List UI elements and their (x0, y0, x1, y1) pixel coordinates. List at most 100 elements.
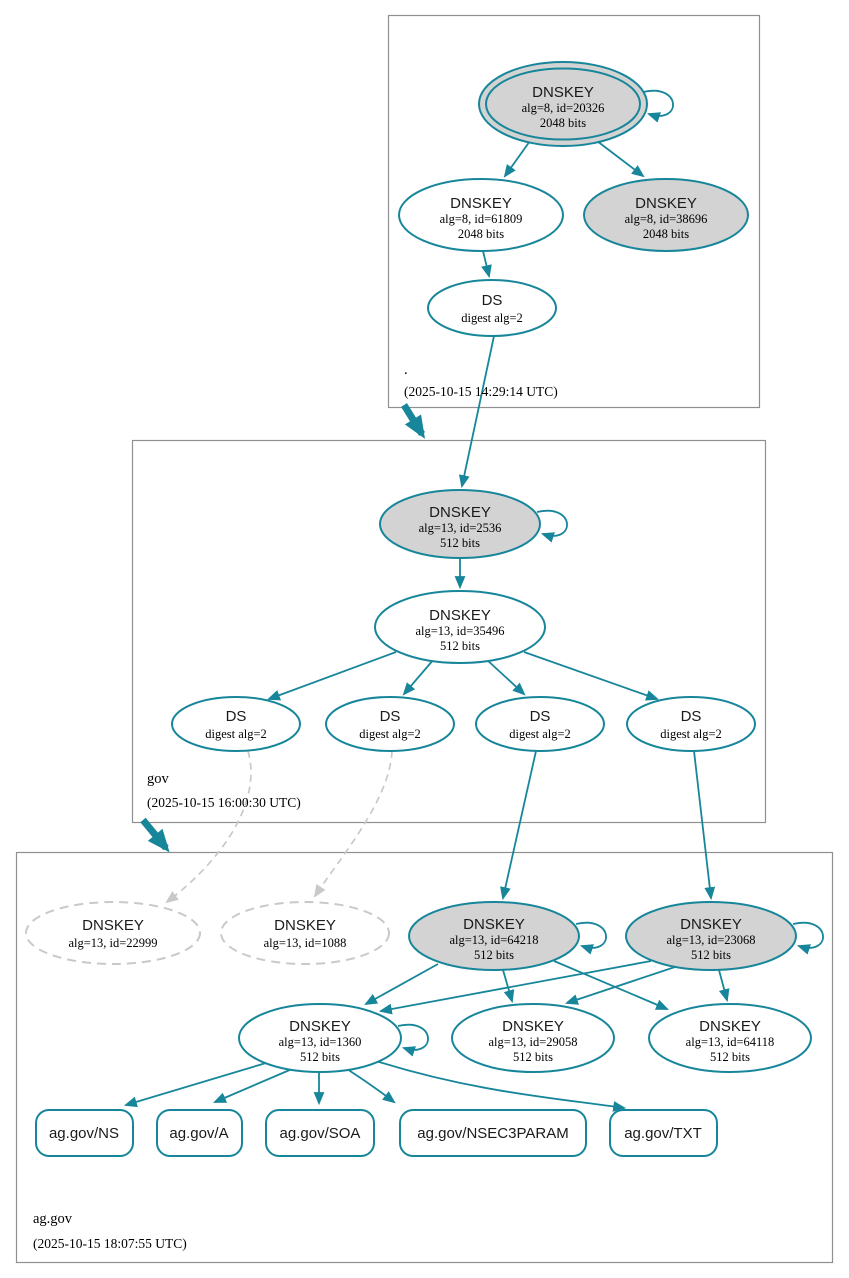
edge-1360-to-nsec3param (346, 1068, 396, 1104)
node-label: DS (681, 708, 702, 725)
node-detail: alg=13, id=23068 (666, 933, 755, 947)
node-detail: alg=13, id=2536 (419, 521, 502, 535)
ksk-inner-ellipse (485, 67, 641, 141)
node-root-dnskey-61809[interactable]: DNSKEY alg=8, id=61809 2048 bits (398, 178, 564, 252)
dnskey-ellipse (451, 1003, 615, 1073)
node-root-ds[interactable]: DS digest alg=2 (427, 279, 557, 337)
ds-ellipse (171, 696, 301, 752)
ds-ellipse (427, 279, 557, 337)
node-detail: digest alg=2 (461, 311, 523, 325)
edge-root-zsk-to-ds (481, 250, 492, 279)
node-detail: alg=13, id=29058 (488, 1035, 577, 1049)
node-label: DNSKEY (429, 504, 491, 521)
delegation-arrow-root-to-gov (401, 403, 426, 439)
node-gov-dnskey-35496[interactable]: DNSKEY alg=13, id=35496 512 bits (374, 590, 546, 664)
delegation-arrow-gov-to-ag-gov (140, 817, 170, 853)
dnskey-ellipse (583, 178, 749, 252)
edge-23068-to-29058 (564, 965, 679, 1005)
node-aggov-dnskey-64118[interactable]: DNSKEY alg=13, id=64118 512 bits (648, 1003, 812, 1073)
node-detail: alg=13, id=64218 (449, 933, 538, 947)
zone-box-gov (131, 439, 767, 824)
node-record-ag-gov-soa[interactable]: ag.gov/SOA (265, 1109, 375, 1157)
node-gov-ds-1[interactable]: DS digest alg=2 (171, 696, 301, 752)
node-aggov-dnskey-23068-ksk[interactable]: DNSKEY alg=13, id=23068 512 bits (625, 901, 797, 971)
node-aggov-dnskey-29058[interactable]: DNSKEY alg=13, id=29058 512 bits (451, 1003, 615, 1073)
node-aggov-dnskey-22999-missing[interactable]: DNSKEY alg=13, id=22999 (25, 901, 201, 965)
node-record-ag-gov-txt[interactable]: ag.gov/TXT (609, 1109, 718, 1157)
edge-23068-to-1360 (378, 960, 652, 1015)
dnskey-ellipse (408, 901, 580, 971)
node-label: DNSKEY (289, 1018, 351, 1035)
node-label: DNSKEY (532, 84, 594, 101)
node-detail: alg=8, id=20326 (522, 101, 605, 115)
node-detail: alg=13, id=64118 (686, 1035, 775, 1049)
dnskey-ellipse (625, 901, 797, 971)
edge-gov-zsk-to-ds4 (523, 651, 660, 701)
ds-ellipse (626, 696, 756, 752)
edge-gov-zsk-to-ds2 (402, 658, 435, 696)
node-gov-dnskey-2536-ksk[interactable]: DNSKEY alg=13, id=2536 512 bits (379, 489, 541, 559)
edge-64218-to-1360 (364, 963, 439, 1006)
node-record-ag-gov-nsec3param[interactable]: ag.gov/NSEC3PARAM (399, 1109, 587, 1157)
edge-root-ds-to-gov-ksk (458, 335, 495, 489)
node-record-ag-gov-ns[interactable]: ag.gov/NS (35, 1109, 134, 1157)
node-label: DNSKEY (502, 1018, 564, 1035)
rrset-box (609, 1109, 718, 1157)
dnskey-ellipse (398, 178, 564, 252)
zone-label-gov: gov (147, 771, 170, 787)
node-detail: digest alg=2 (660, 727, 722, 741)
zone-label-ag-gov: ag.gov (33, 1211, 73, 1227)
rrset-label: ag.gov/TXT (624, 1125, 702, 1142)
zone-box-root (387, 14, 761, 409)
dnskey-dashed-ellipse (25, 901, 201, 965)
rrset-label: ag.gov/NS (49, 1125, 119, 1142)
edge-1360-to-a (213, 1068, 293, 1103)
node-label: DS (226, 708, 247, 725)
edge-gov-ds4-to-aggov-ksk-23068 (693, 750, 716, 901)
node-detail: 2048 bits (643, 227, 689, 241)
node-detail: 2048 bits (458, 227, 504, 241)
node-root-dnskey-38696[interactable]: DNSKEY alg=8, id=38696 2048 bits (583, 178, 749, 252)
node-detail: digest alg=2 (359, 727, 421, 741)
dnskey-ellipse (379, 489, 541, 559)
edge-1360-to-txt (375, 1060, 627, 1112)
node-label: DNSKEY (274, 917, 336, 934)
node-record-ag-gov-a[interactable]: ag.gov/A (156, 1109, 243, 1157)
node-label: DNSKEY (463, 916, 525, 933)
node-aggov-dnskey-1360-zsk[interactable]: DNSKEY alg=13, id=1360 512 bits (238, 1003, 402, 1073)
node-label: DS (530, 708, 551, 725)
node-root-dnskey-20326-ksk[interactable]: DNSKEY alg=8, id=20326 2048 bits (478, 61, 648, 147)
edge-aggov-zsk-1360-self-loop (397, 1023, 429, 1057)
node-detail: alg=13, id=35496 (415, 624, 504, 638)
edge-root-ksk-to-ksk-38696 (596, 140, 645, 178)
node-detail: alg=13, id=1088 (264, 936, 347, 950)
dnskey-ellipse (648, 1003, 812, 1073)
zone-timestamp-ag-gov: (2025-10-15 18:07:55 UTC) (33, 1236, 187, 1251)
zone-timestamp-gov: (2025-10-15 16:00:30 UTC) (147, 795, 301, 810)
node-detail: digest alg=2 (205, 727, 267, 741)
node-detail: 512 bits (691, 948, 731, 962)
node-gov-ds-3[interactable]: DS digest alg=2 (475, 696, 605, 752)
zone-box-ag-gov (15, 851, 834, 1264)
node-gov-ds-2[interactable]: DS digest alg=2 (325, 696, 455, 752)
node-aggov-dnskey-64218-ksk[interactable]: DNSKEY alg=13, id=64218 512 bits (408, 901, 580, 971)
ds-ellipse (475, 696, 605, 752)
ksk-outer-ellipse (478, 61, 648, 147)
rrset-box (35, 1109, 134, 1157)
node-aggov-dnskey-1088-missing[interactable]: DNSKEY alg=13, id=1088 (220, 901, 390, 965)
dnskey-ellipse (374, 590, 546, 664)
edge-root-ksk-self-loop (642, 89, 674, 123)
edge-aggov-ksk-23068-self-loop (792, 921, 824, 955)
rrset-box (399, 1109, 587, 1157)
node-gov-ds-4[interactable]: DS digest alg=2 (626, 696, 756, 752)
edge-64218-to-64118 (553, 960, 669, 1010)
node-label: DNSKEY (450, 195, 512, 212)
node-label: DS (482, 292, 503, 309)
edge-64218-to-29058 (502, 969, 515, 1004)
node-label: DNSKEY (680, 916, 742, 933)
edge-gov-ds3-to-aggov-ksk-64218 (500, 750, 537, 901)
rrset-box (265, 1109, 375, 1157)
edge-gov-ds2-to-key-1088-dashed (313, 750, 393, 898)
